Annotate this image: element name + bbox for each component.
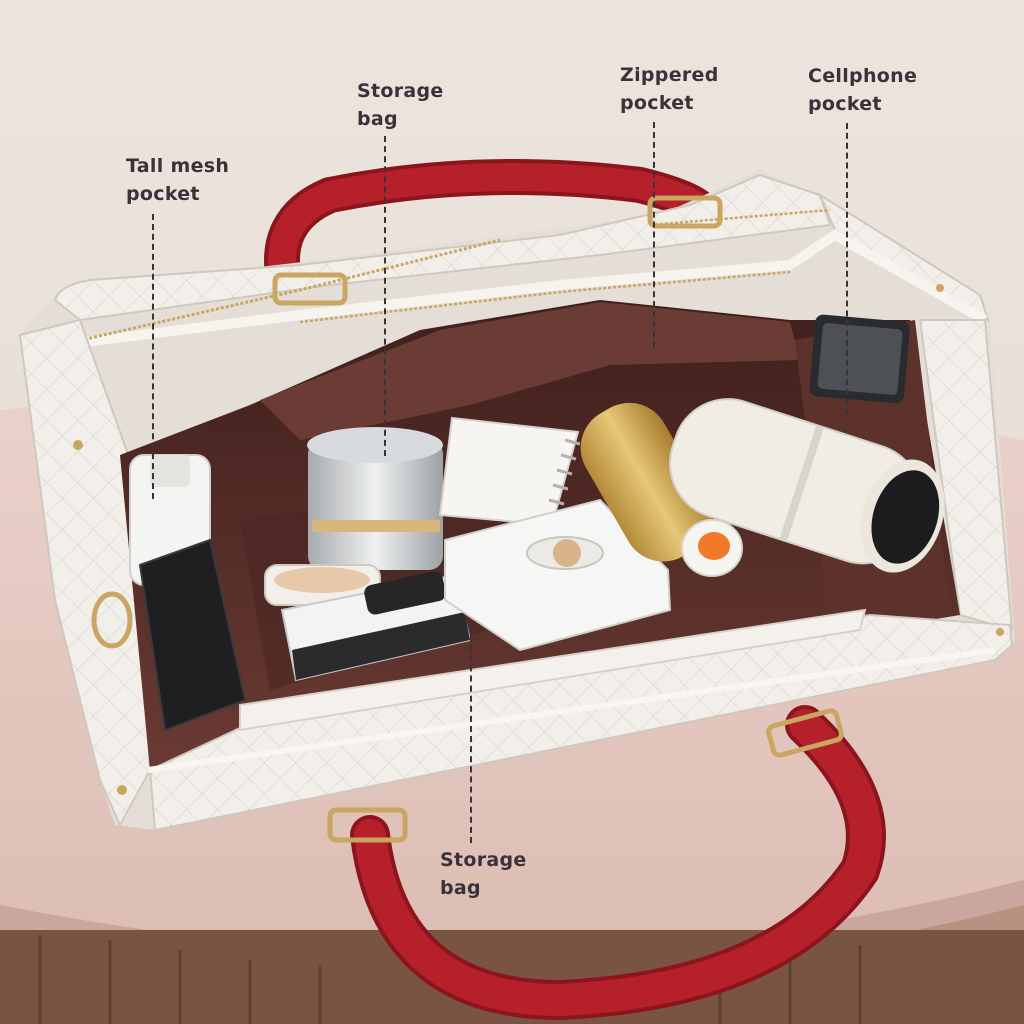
side-d-ring: [91, 591, 133, 649]
callout-storage-bag-bottom: Storage bag: [440, 846, 527, 902]
back-handle: [268, 163, 719, 299]
orange-cap: [698, 532, 730, 560]
leader-line-zippered: [653, 122, 655, 347]
callout-zippered-pocket: Zippered pocket: [620, 61, 719, 117]
callout-line: bag: [357, 108, 398, 130]
leader-line-cellphone: [846, 123, 848, 415]
thermos-bottle: [668, 398, 945, 573]
leader-line-mesh: [152, 214, 154, 499]
callout-line: pocket: [126, 183, 200, 205]
mesh-pocket: [140, 540, 245, 730]
callout-line: bag: [440, 877, 481, 899]
callout-line: pocket: [808, 93, 882, 115]
callout-line: Storage: [440, 849, 527, 871]
amber-bottle: [580, 402, 712, 562]
callout-line: Storage: [357, 80, 444, 102]
callout-tall-mesh-pocket: Tall mesh pocket: [126, 152, 229, 208]
leader-line-storage-top: [384, 136, 386, 456]
white-case: [444, 498, 672, 652]
callout-line: Zippered: [620, 64, 719, 86]
front-handle: [354, 709, 882, 1017]
callout-line: pocket: [620, 92, 694, 114]
callout-storage-bag-top: Storage bag: [357, 77, 444, 133]
callout-line: Cellphone: [808, 65, 918, 87]
silver-jar: [308, 440, 443, 570]
callout-cellphone-pocket: Cellphone pocket: [808, 62, 917, 118]
leader-line-storage-bottom: [470, 625, 472, 843]
callout-line: Tall mesh: [126, 155, 230, 177]
bag-left-side: [18, 318, 152, 828]
